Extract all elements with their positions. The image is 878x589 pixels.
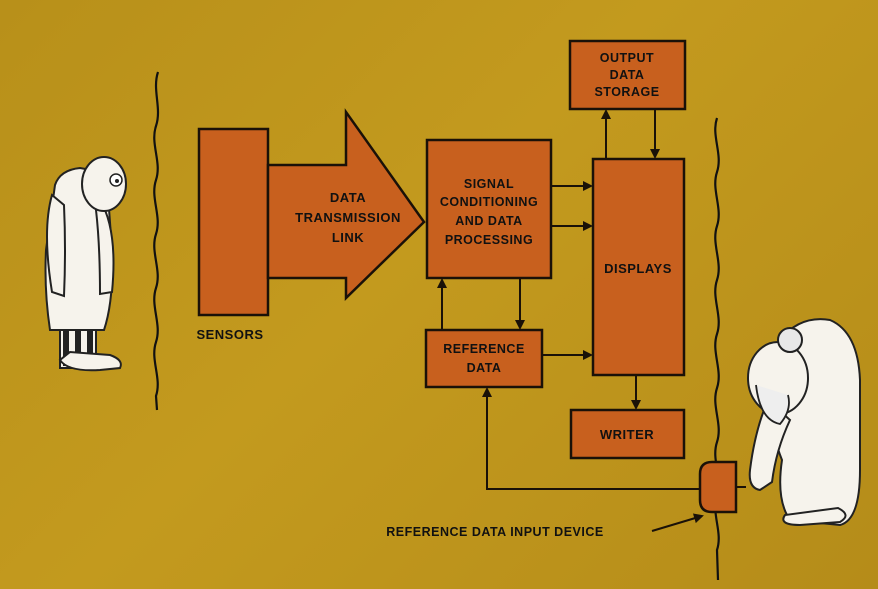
signal-label-4: PROCESSING [445, 233, 533, 247]
storage-label-2: DATA [610, 68, 645, 82]
reference-data-input-device [700, 462, 736, 512]
left-boundary-line [154, 72, 158, 410]
reference-label-1: REFERENCE [443, 342, 525, 356]
reference-data-block [426, 330, 542, 387]
writer-label: WRITER [600, 427, 654, 442]
signal-conditioning-block [427, 140, 551, 278]
signal-label-1: SIGNAL [464, 177, 514, 191]
sensors-block [199, 129, 268, 315]
storage-label-1: OUTPUT [600, 51, 654, 65]
sensors-label: SENSORS [196, 327, 263, 342]
signal-label-3: AND DATA [455, 214, 522, 228]
transmission-label-3: LINK [332, 230, 364, 245]
transmission-label-2: TRANSMISSION [295, 210, 401, 225]
callout-leader [652, 516, 702, 531]
signal-label-2: CONDITIONING [440, 195, 538, 209]
data-transmission-link-arrow [268, 112, 424, 298]
input-device-callout: REFERENCE DATA INPUT DEVICE [386, 525, 603, 539]
patient-figure [46, 157, 127, 370]
transmission-label-1: DATA [330, 190, 366, 205]
doctor-figure [748, 319, 860, 525]
storage-label-3: STORAGE [594, 85, 659, 99]
reference-label-2: DATA [467, 361, 502, 375]
displays-label: DISPLAYS [604, 261, 672, 276]
